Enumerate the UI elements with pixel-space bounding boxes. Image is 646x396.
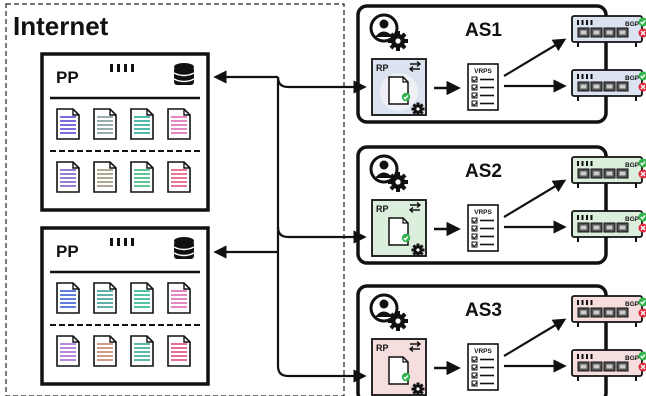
port-mark: [131, 238, 134, 246]
valid-check-icon: [638, 158, 646, 168]
vrps-to-router-arrow: [503, 318, 567, 357]
settings-gear-icon: [411, 243, 425, 257]
fetch-arrow: [276, 77, 367, 383]
roa-file-icon: [167, 335, 191, 367]
roa-file-icon: [56, 335, 80, 367]
bgp-router: BGP: [571, 349, 646, 381]
port-mark: [131, 64, 134, 72]
roa-file-icon: [167, 108, 191, 140]
roa-file-icon: [56, 161, 80, 193]
vrps-to-router-arrow: [503, 38, 567, 77]
operator-gear-icon: [369, 154, 408, 192]
sync-icon: [408, 201, 422, 214]
publication-point: PP: [40, 226, 210, 386]
vrps-to-router-arrow: [503, 179, 567, 218]
settings-gear-icon: [411, 382, 425, 396]
roa-file-icon: [93, 108, 117, 140]
port-mark: [124, 238, 127, 246]
fetch-arrow: [276, 76, 367, 94]
port-mark: [110, 64, 113, 72]
sync-icon: [408, 340, 422, 353]
vrps-label: VRPS: [474, 209, 492, 216]
vrps-list: VRPS: [467, 343, 499, 391]
roa-file-icon: [93, 335, 117, 367]
bgp-label: BGP: [625, 162, 640, 169]
valid-check-icon: [638, 17, 646, 27]
invalid-x-icon: [638, 308, 646, 318]
roa-file-icon: [93, 161, 117, 193]
roa-file-icon: [56, 282, 80, 314]
vrps-label: VRPS: [474, 348, 492, 355]
port-mark: [110, 238, 113, 246]
bgp-label: BGP: [625, 21, 640, 28]
roa-file-icon: [167, 161, 191, 193]
operator-gear-icon: [369, 293, 408, 331]
rp-label: RP: [376, 343, 389, 353]
pp-label: PP: [56, 242, 79, 261]
operator-gear-icon: [369, 13, 408, 51]
bgp-label: BGP: [625, 75, 640, 82]
rp-label: RP: [376, 63, 389, 73]
roa-file-icon: [130, 335, 154, 367]
roa-file-icon: [130, 161, 154, 193]
bgp-router: BGP: [571, 15, 646, 47]
valid-check-icon: [638, 71, 646, 81]
invalid-x-icon: [638, 82, 646, 92]
fetch-arrow: [276, 226, 367, 244]
vrps-list: VRPS: [467, 204, 499, 252]
valid-check-icon: [638, 297, 646, 307]
port-mark: [124, 64, 127, 72]
bgp-label: BGP: [625, 301, 640, 308]
as-label: AS2: [465, 161, 502, 182]
valid-check-icon: [401, 372, 411, 382]
database-icon: [173, 63, 195, 85]
invalid-x-icon: [638, 362, 646, 372]
vrps-label: VRPS: [474, 68, 492, 75]
rp-label: RP: [376, 204, 389, 214]
publication-point: PP: [40, 52, 210, 212]
bgp-label: BGP: [625, 216, 640, 223]
roa-file-icon: [56, 108, 80, 140]
settings-gear-icon: [411, 102, 425, 116]
bgp-router: BGP: [571, 210, 646, 242]
vrps-list: VRPS: [467, 63, 499, 111]
internet-label: Internet: [13, 11, 109, 41]
bgp-label: BGP: [625, 355, 640, 362]
valid-check-icon: [401, 233, 411, 243]
bgp-router: BGP: [571, 295, 646, 327]
bgp-router: BGP: [571, 69, 646, 101]
roa-file-icon: [130, 282, 154, 314]
roa-file-icon: [130, 108, 154, 140]
invalid-x-icon: [638, 28, 646, 38]
database-icon: [173, 237, 195, 259]
port-mark: [117, 64, 120, 72]
roa-file-icon: [167, 282, 191, 314]
invalid-x-icon: [638, 169, 646, 179]
port-mark: [117, 238, 120, 246]
bgp-router: BGP: [571, 156, 646, 188]
invalid-x-icon: [638, 223, 646, 233]
connection-lines: [213, 38, 567, 383]
sync-icon: [408, 60, 422, 73]
as-label: AS1: [465, 20, 502, 41]
pp-label: PP: [56, 68, 79, 87]
valid-check-icon: [638, 351, 646, 361]
valid-check-icon: [401, 92, 411, 102]
roa-file-icon: [93, 282, 117, 314]
internet-region: [5, 3, 345, 396]
as-label: AS3: [465, 300, 502, 321]
valid-check-icon: [638, 212, 646, 222]
